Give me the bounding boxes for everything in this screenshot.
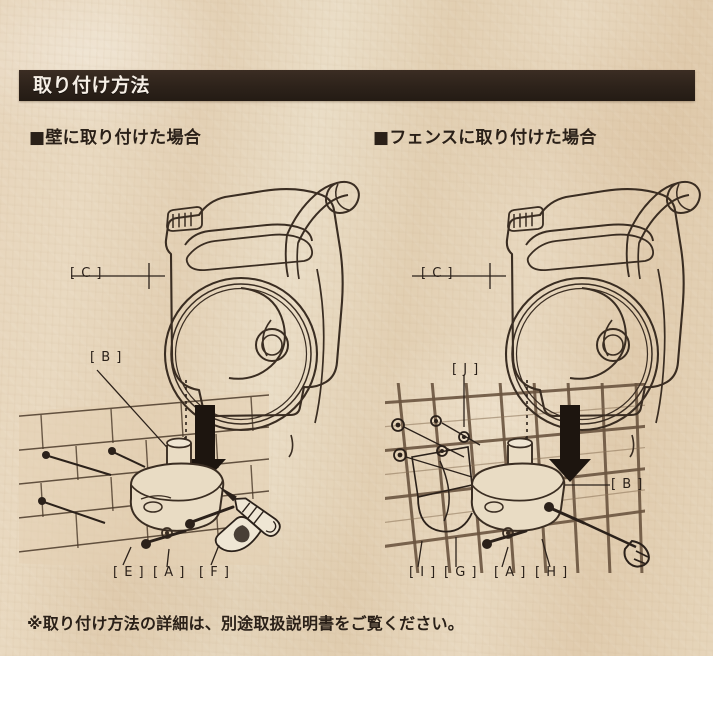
section-banner: 取り付け方法: [19, 70, 695, 101]
label-j-fence: [ J ]: [452, 362, 480, 377]
label-h-fence: [ H ]: [535, 565, 569, 580]
footer-note: ※取り付け方法の詳細は、別途取扱説明書をご覧ください。: [27, 614, 464, 633]
diagram-wall-mount: [19, 155, 360, 600]
leader-line-c: [412, 263, 506, 289]
label-b-wall: [ B ]: [90, 350, 123, 365]
diagram-fence-mount: [360, 155, 701, 600]
mounting-bracket: [38, 437, 235, 549]
wrench-icon: [583, 521, 650, 568]
label-c-wall: [ C ]: [70, 266, 103, 281]
power-drill-icon: [214, 485, 281, 553]
fence-mount-illustration: [385, 180, 701, 573]
down-arrow-icon: [549, 405, 591, 482]
u-bolt-assembly: [391, 415, 481, 533]
down-arrow-icon: [184, 405, 226, 482]
leader-line-c: [71, 263, 165, 289]
label-c-fence: [ C ]: [421, 266, 454, 281]
label-a-wall: [ A ]: [153, 565, 186, 580]
bottom-white-band: [0, 656, 713, 713]
callout-ticks-bottom: [417, 537, 551, 568]
label-i-fence: [ I ]: [409, 565, 437, 580]
label-e-wall: [ E ]: [113, 565, 145, 580]
heading-fence-mount: ■フェンスに取り付けた場合: [373, 128, 597, 148]
label-b-fence: [ B ]: [611, 477, 644, 492]
label-f-wall: [ F ]: [199, 565, 230, 580]
label-a-fence: [ A ]: [494, 565, 527, 580]
heading-wall-mount: ■壁に取り付けた場合: [29, 128, 202, 148]
mounting-bracket: [470, 437, 586, 549]
label-g-fence: [ G ]: [444, 565, 478, 580]
callout-ticks-bottom: [122, 544, 220, 568]
wall-mount-illustration: [19, 180, 360, 568]
page-title: 取り付け方法: [33, 74, 151, 96]
